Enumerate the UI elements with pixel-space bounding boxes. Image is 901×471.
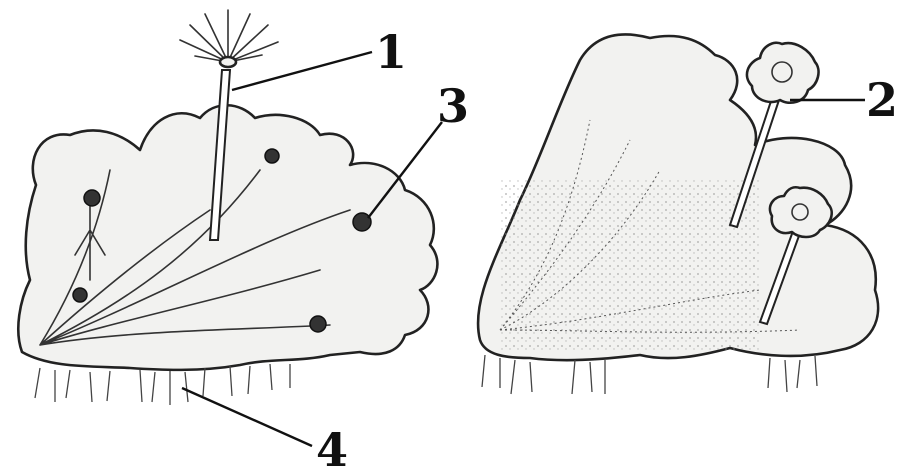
female-thallus-stipple (500, 180, 760, 350)
callout-1: 1 (375, 25, 407, 79)
gemma-cup-2 (310, 316, 326, 332)
umbrella-rays (180, 10, 278, 62)
callout-4: 4 (316, 423, 348, 471)
antheridiophore-disc-1 (84, 190, 100, 206)
umbrella-cap (220, 57, 236, 67)
antheridiophore-disc-2 (73, 288, 87, 302)
female-thallus (478, 34, 878, 394)
receptacle-top (747, 43, 819, 103)
callout-2: 2 (866, 73, 898, 127)
rhizoids-right (482, 355, 817, 394)
leader-1 (232, 52, 372, 90)
antheridiophore-disc-3 (265, 149, 279, 163)
leader-4 (182, 388, 312, 446)
male-thallus-outline (18, 105, 437, 370)
callout-3: 3 (437, 79, 469, 133)
